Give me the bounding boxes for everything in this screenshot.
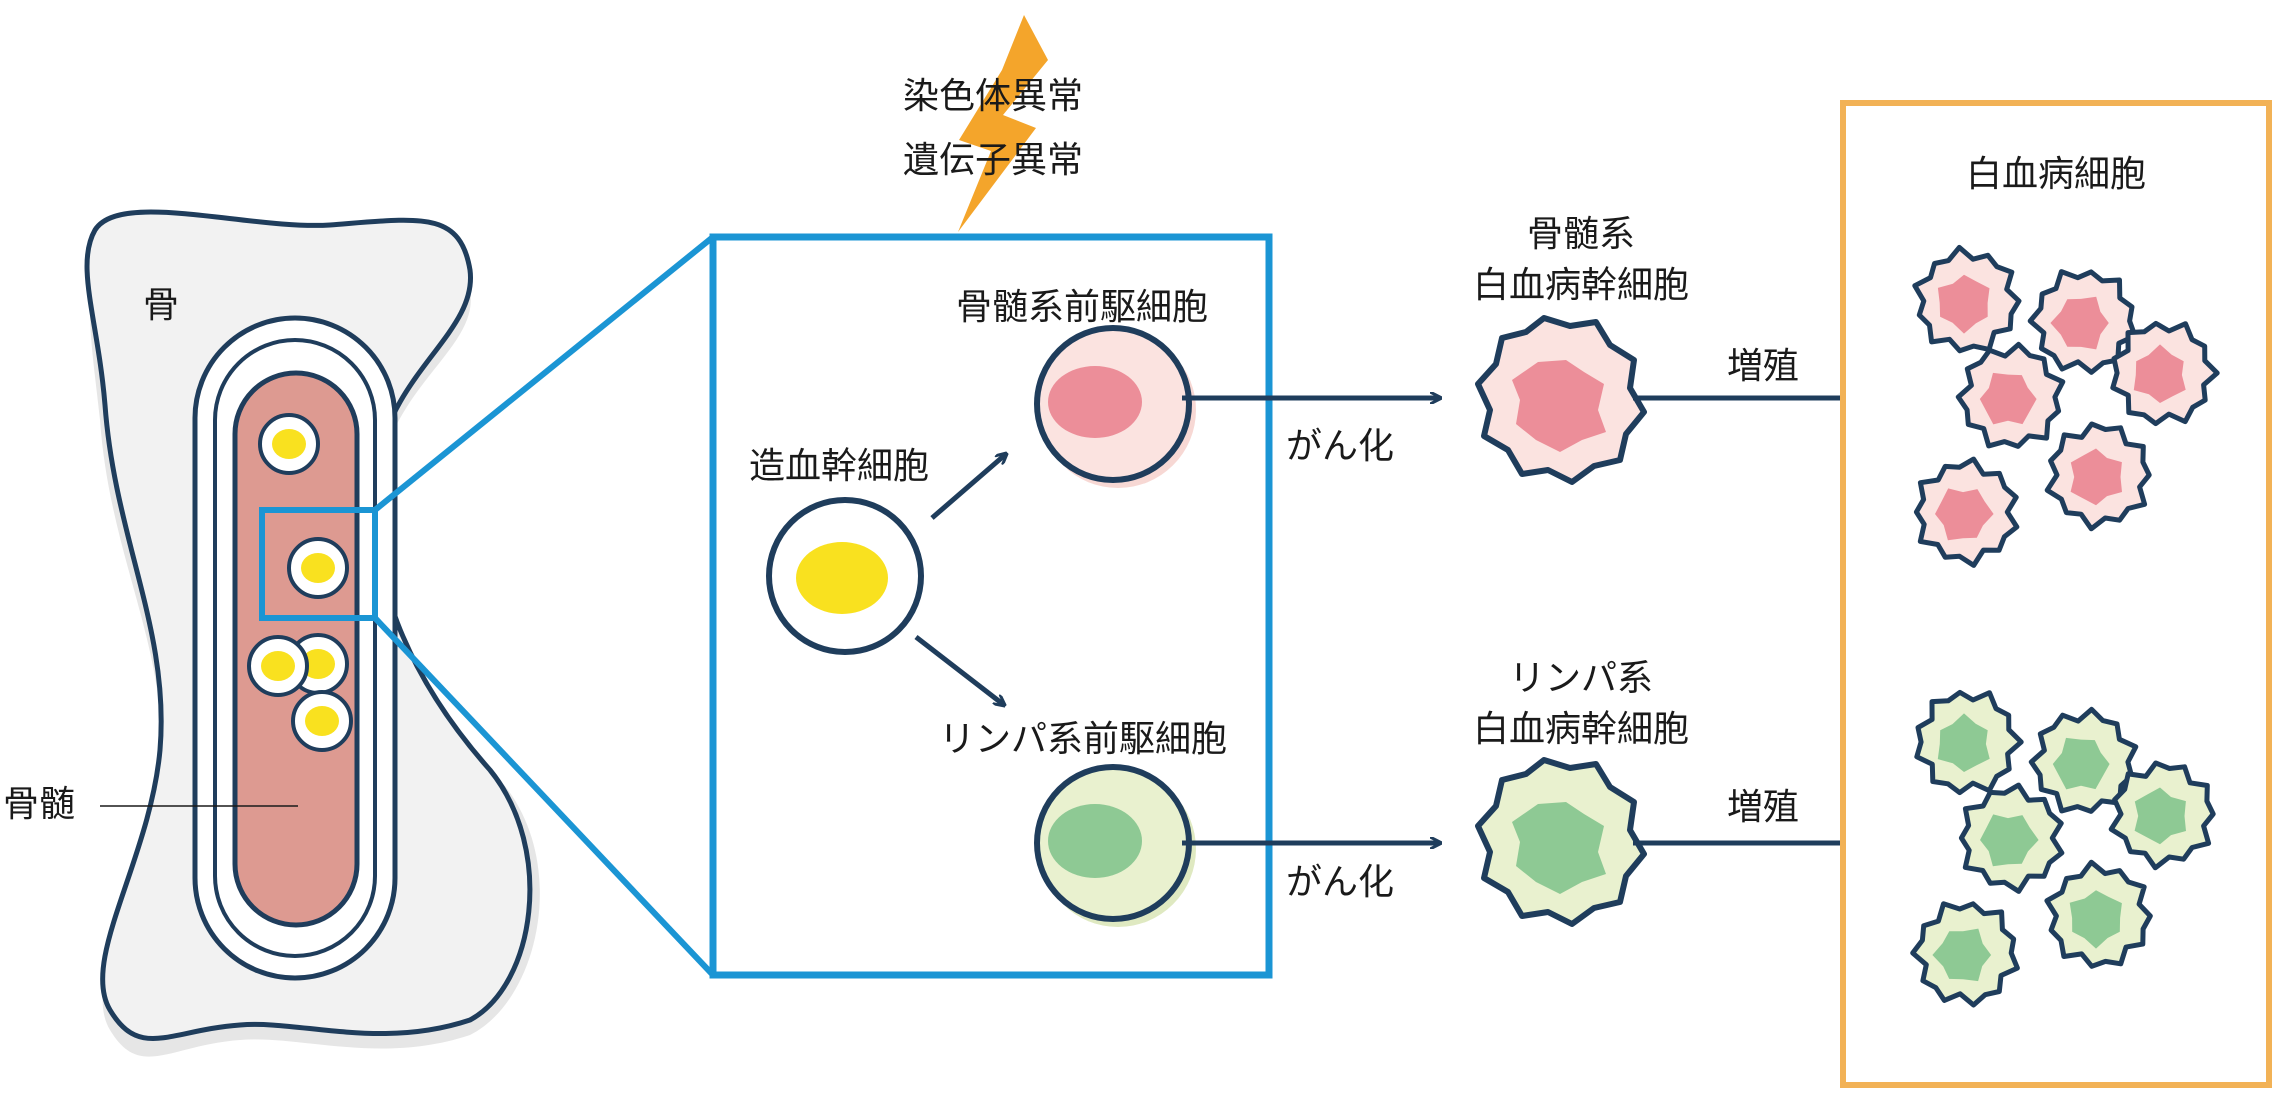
marrow-cells [247,413,353,752]
label-proliferation-top: 増殖 [1727,346,1800,387]
label-marrow: 骨髄 [3,784,76,825]
bone-illustration [84,209,540,1057]
hematopoietic-stem-cell [766,497,924,655]
leukemia-cell-nucleus [1980,814,2039,867]
zoom-line-bottom [372,615,716,978]
zoom-line-top [373,234,715,513]
label-myeloid-progenitor: 骨髄系前駆細胞 [956,287,1209,328]
marrow-cell-nucleus [305,706,339,736]
leukemia-cell [1913,456,2020,568]
marrow-cell-nucleus [272,429,306,459]
label-canceration-top: がん化 [1286,426,1395,467]
myeloid-leukemia-stem-cell [1475,315,1647,485]
leukemia-cell [1958,782,2065,894]
label-hsc: 造血幹細胞 [749,446,930,487]
lymphoid-leukemia-stem-cell [1475,757,1647,927]
cell-nucleus [1512,360,1606,452]
cell-nucleus [1048,804,1142,878]
label-lymphoid-lsc-line2: 白血病幹細胞 [1472,709,1690,750]
label-bone: 骨 [143,285,180,326]
leukemia-cell-nucleus [2052,737,2110,790]
lymphoid-leukemia-cell-cluster [1910,689,2216,1008]
leukemia-cell-nucleus [1937,274,1990,334]
leukemia-cell-nucleus [1935,488,1994,541]
label-lymphoid-progenitor: リンパ系前駆細胞 [939,719,1228,760]
marrow-cell-nucleus [301,553,335,583]
leukemia-cell-nucleus [1932,928,1992,982]
leukemia-cell [2108,760,2216,871]
myeloid-progenitor-cell [1034,325,1196,488]
leukemia-cell [1955,341,2066,449]
arrow-hsc-to-lymphoid [914,635,1004,705]
label-proliferation-bottom: 増殖 [1727,787,1800,828]
leukemia-cell [2110,320,2220,427]
zoom-source-box [259,507,378,621]
leukemia-cell [1914,689,2024,796]
leukemia-cell-nucleus [1979,372,2037,425]
leukemia-cell-nucleus [2070,448,2122,506]
leukemia-cell [2044,859,2153,969]
marrow-cell-nucleus [261,651,295,681]
lymphoid-progenitor-cell [1034,764,1196,927]
leukemia-cell [2027,269,2138,375]
leukemia-cell [1912,244,2022,354]
leukemia-cell-nucleus [2050,296,2109,350]
label-canceration-bottom: がん化 [1286,862,1395,903]
leukemia-cell-nucleus [2069,890,2122,949]
label-lymphoid-lsc-line1: リンパ系 [1508,658,1654,699]
leukemia-cell-nucleus [2133,344,2186,403]
leukemia-cell [2028,706,2139,814]
label-trigger-line1: 染色体異常 [903,76,1084,117]
leukemia-cell-nucleus [2134,787,2186,845]
cell-nucleus [1048,366,1142,438]
cell-nucleus [796,542,888,614]
leukemia-cell [2044,421,2152,532]
lightning-icon [958,15,1048,232]
arrow-hsc-to-myeloid [930,454,1006,520]
label-trigger-line2: 遺伝子異常 [903,140,1084,181]
label-myeloid-lsc-line2: 白血病幹細胞 [1472,265,1690,306]
label-leukemia-cells: 白血病細胞 [1965,154,2147,195]
leukemia-cell [1910,901,2020,1008]
leukemia-cell-nucleus [1937,713,1990,772]
marrow-cell-nucleus [301,649,335,679]
myeloid-leukemia-cell-cluster [1912,244,2220,568]
cell-nucleus [1512,802,1606,894]
label-myeloid-lsc-line1: 骨髄系 [1526,214,1636,255]
